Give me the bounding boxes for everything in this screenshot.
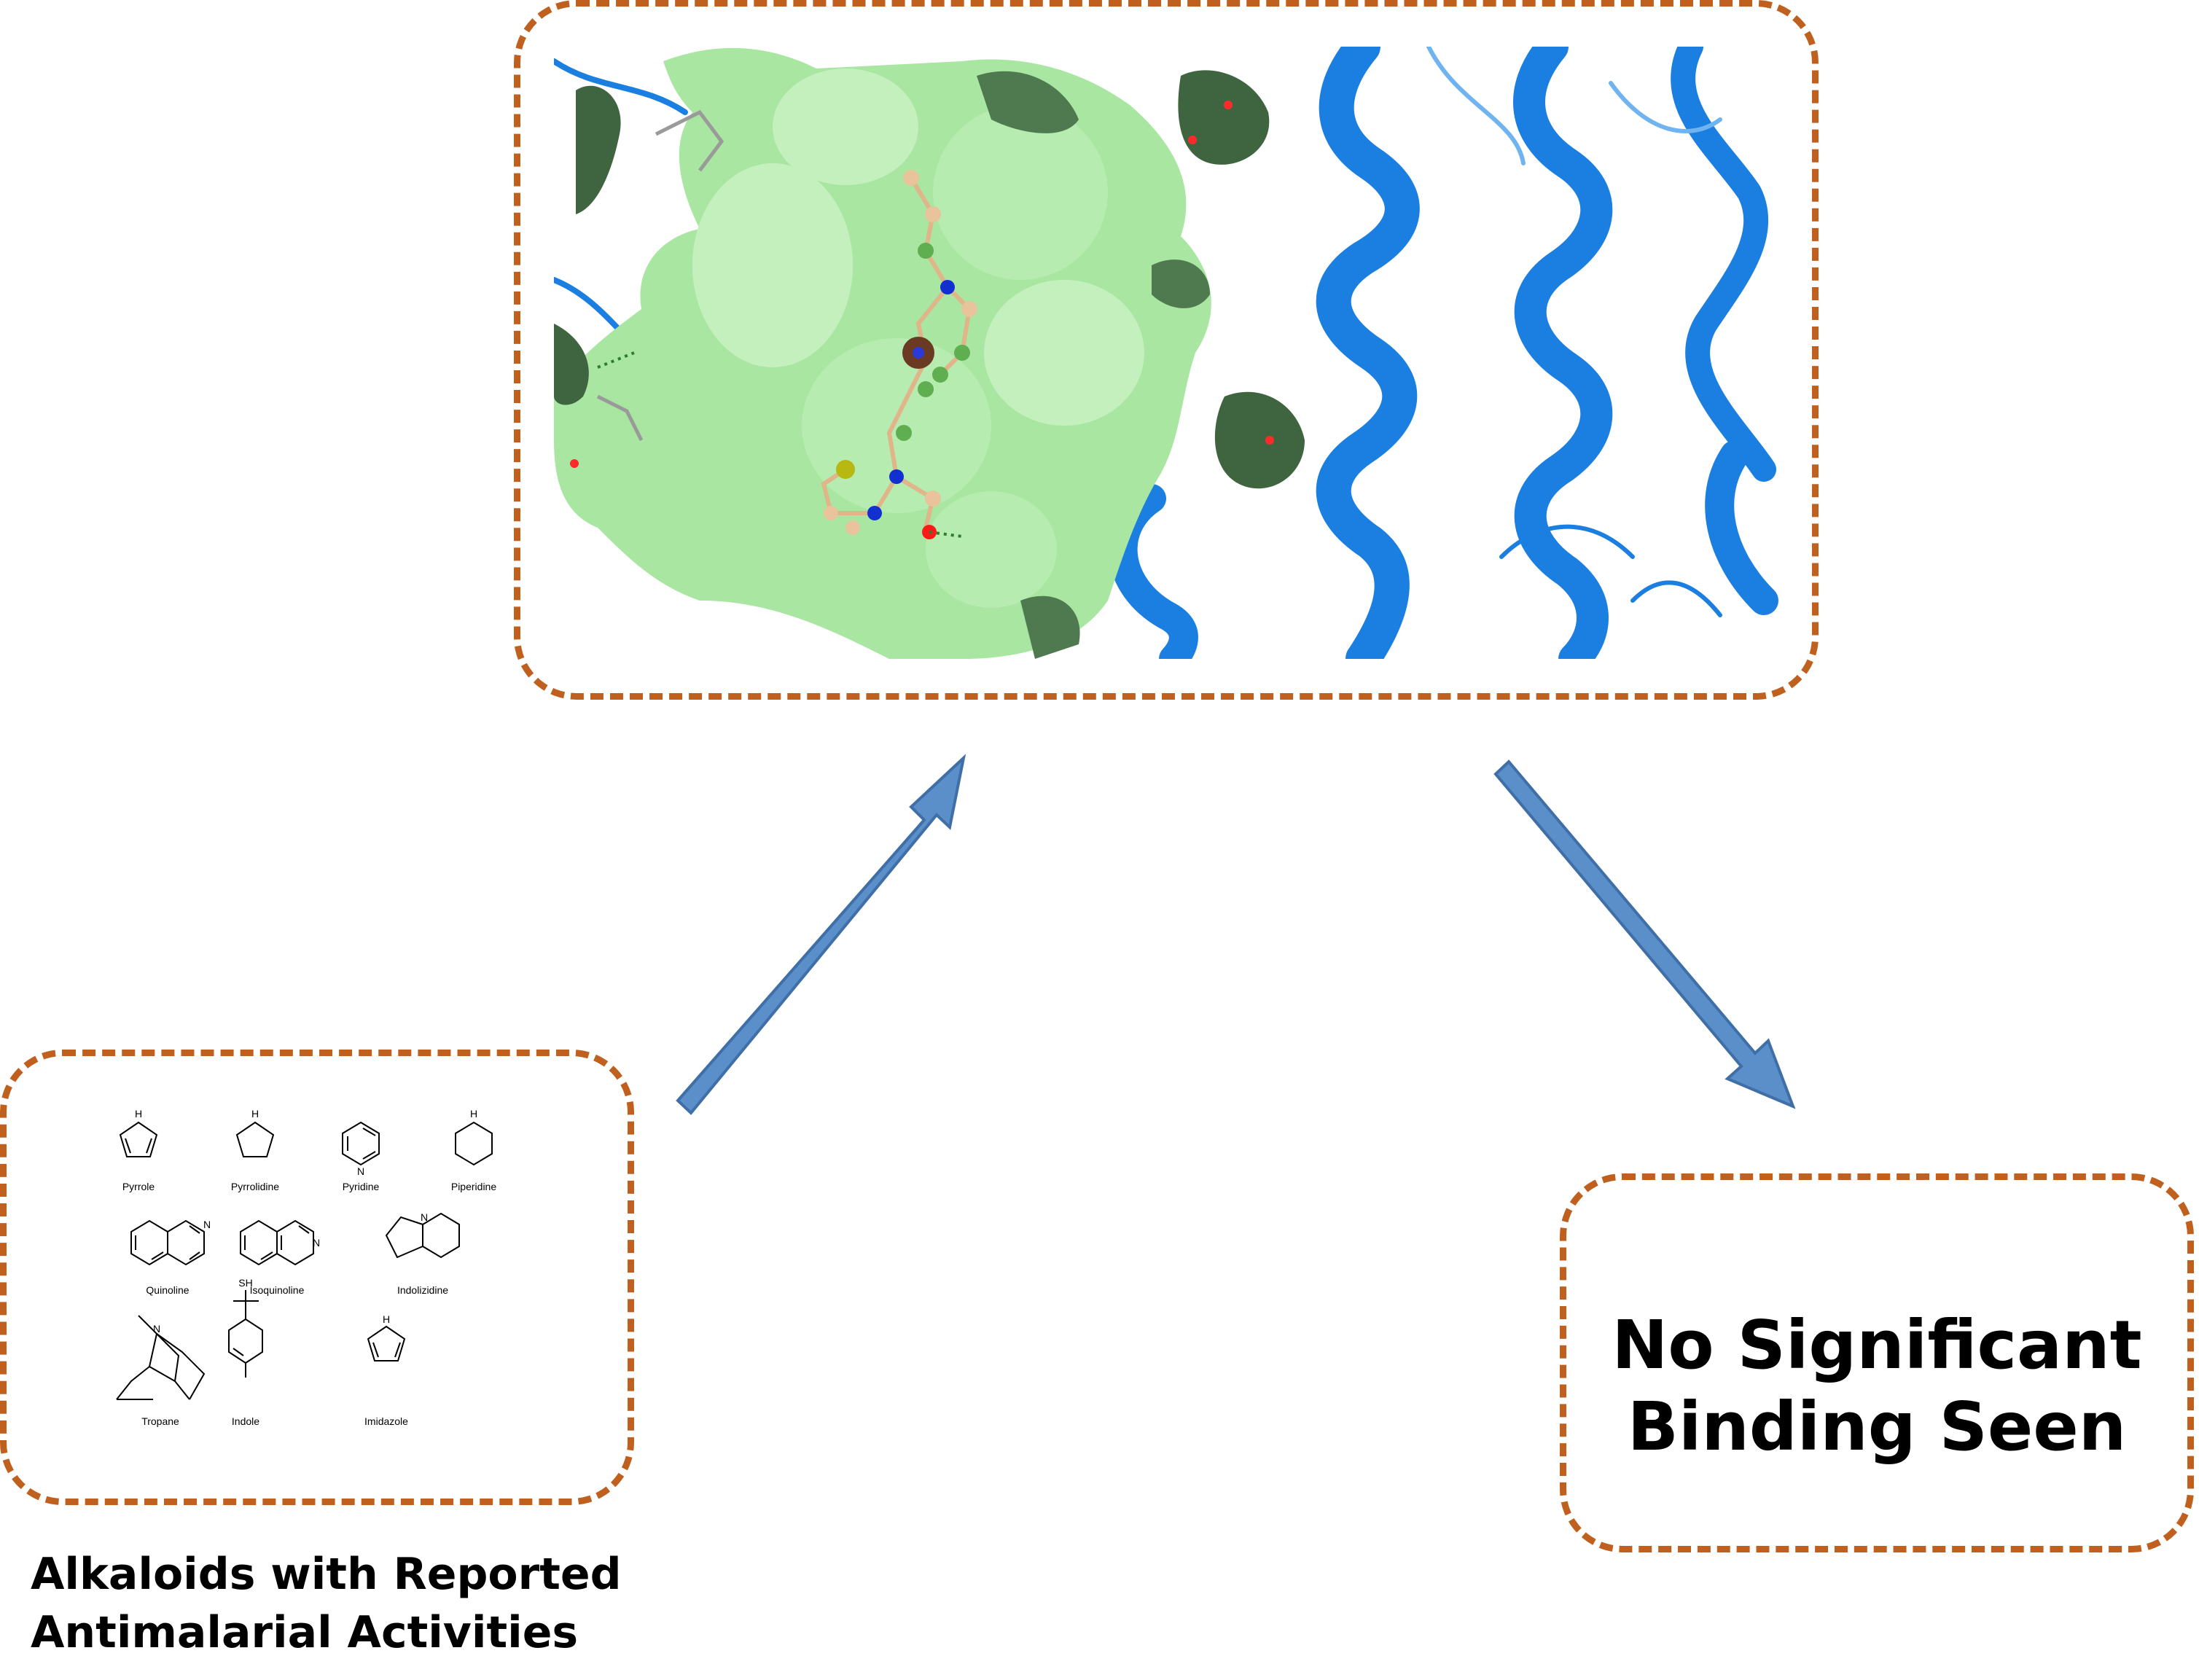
down-arrow bbox=[1496, 762, 1793, 1106]
up-arrow bbox=[678, 758, 964, 1113]
